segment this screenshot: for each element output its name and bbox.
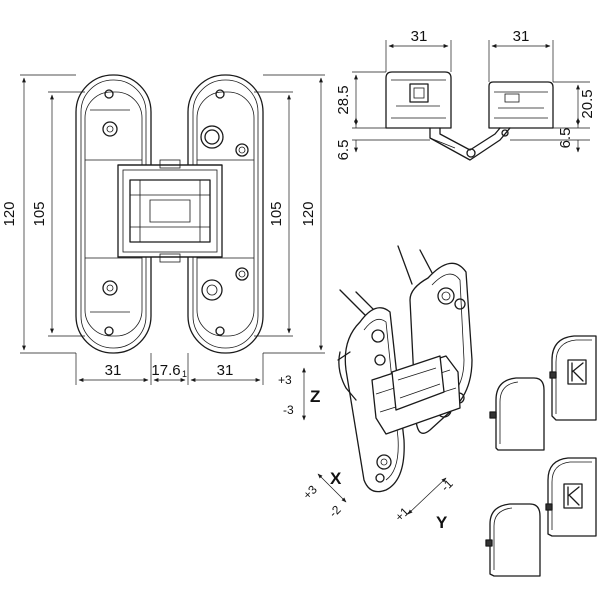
dim-left-105-label: 105 <box>31 201 48 226</box>
isometric-hinge <box>337 245 473 493</box>
cover-cap-middle-left <box>489 377 545 451</box>
z-axis-label: Z <box>310 387 320 406</box>
dim-left-120-label: 120 <box>1 201 18 226</box>
dim-bottom-gap-label: 17.6 <box>151 362 180 379</box>
dim-bottom-left-31-label: 31 <box>105 362 122 379</box>
dim-right-120-label: 120 <box>300 201 317 226</box>
z-plus-label: +3 <box>278 373 292 387</box>
front-view: 120 105 105 120 31 17.6 1 3 <box>1 74 325 385</box>
z-minus-label: -3 <box>283 403 294 417</box>
y-plus-label: +1 <box>392 504 412 524</box>
top-view: 31 31 28.5 6.5 20.5 6.5 <box>335 28 596 161</box>
dimension-left-120: 120 <box>1 74 76 354</box>
cover-cap-bottom-left <box>485 503 541 577</box>
top-dim-6-5-right-label: 6.5 <box>557 128 574 149</box>
x-minus-label: -2 <box>326 502 344 520</box>
x-plus-label: +3 <box>300 482 320 502</box>
iso-mechanism <box>337 351 461 435</box>
top-dim-28-5-label: 28.5 <box>335 85 352 114</box>
dimension-left-105: 105 <box>31 91 85 337</box>
y-minus-label: -1 <box>438 476 456 494</box>
top-view-left-block <box>385 71 452 129</box>
dim-right-105-label: 105 <box>268 201 285 226</box>
top-dim-20-5-label: 20.5 <box>579 89 596 118</box>
dimension-right-105: 105 <box>254 91 293 337</box>
dim-bottom-gap-suffix: 1 <box>182 369 187 379</box>
x-axis-label: X <box>330 469 342 488</box>
top-view-right-block <box>488 81 554 129</box>
dim-bottom-right-31-label: 31 <box>217 362 234 379</box>
left-hinge-plate <box>75 74 152 354</box>
cover-cap-bottom-right <box>545 457 597 537</box>
hinge-mechanism <box>117 159 223 263</box>
y-axis-label: Y <box>436 513 448 532</box>
top-dim-6-5-left-label: 6.5 <box>335 140 352 161</box>
cover-cap-top-right <box>549 335 597 421</box>
top-dim-right-31-label: 31 <box>513 28 530 45</box>
dimension-right-120: 120 <box>263 74 325 354</box>
mounting-screws <box>339 245 441 321</box>
top-dim-left-31-label: 31 <box>411 28 428 45</box>
cover-caps <box>485 335 597 577</box>
dimension-bottom: 31 17.6 1 31 <box>75 353 264 385</box>
top-view-hinge-arm <box>429 127 511 161</box>
